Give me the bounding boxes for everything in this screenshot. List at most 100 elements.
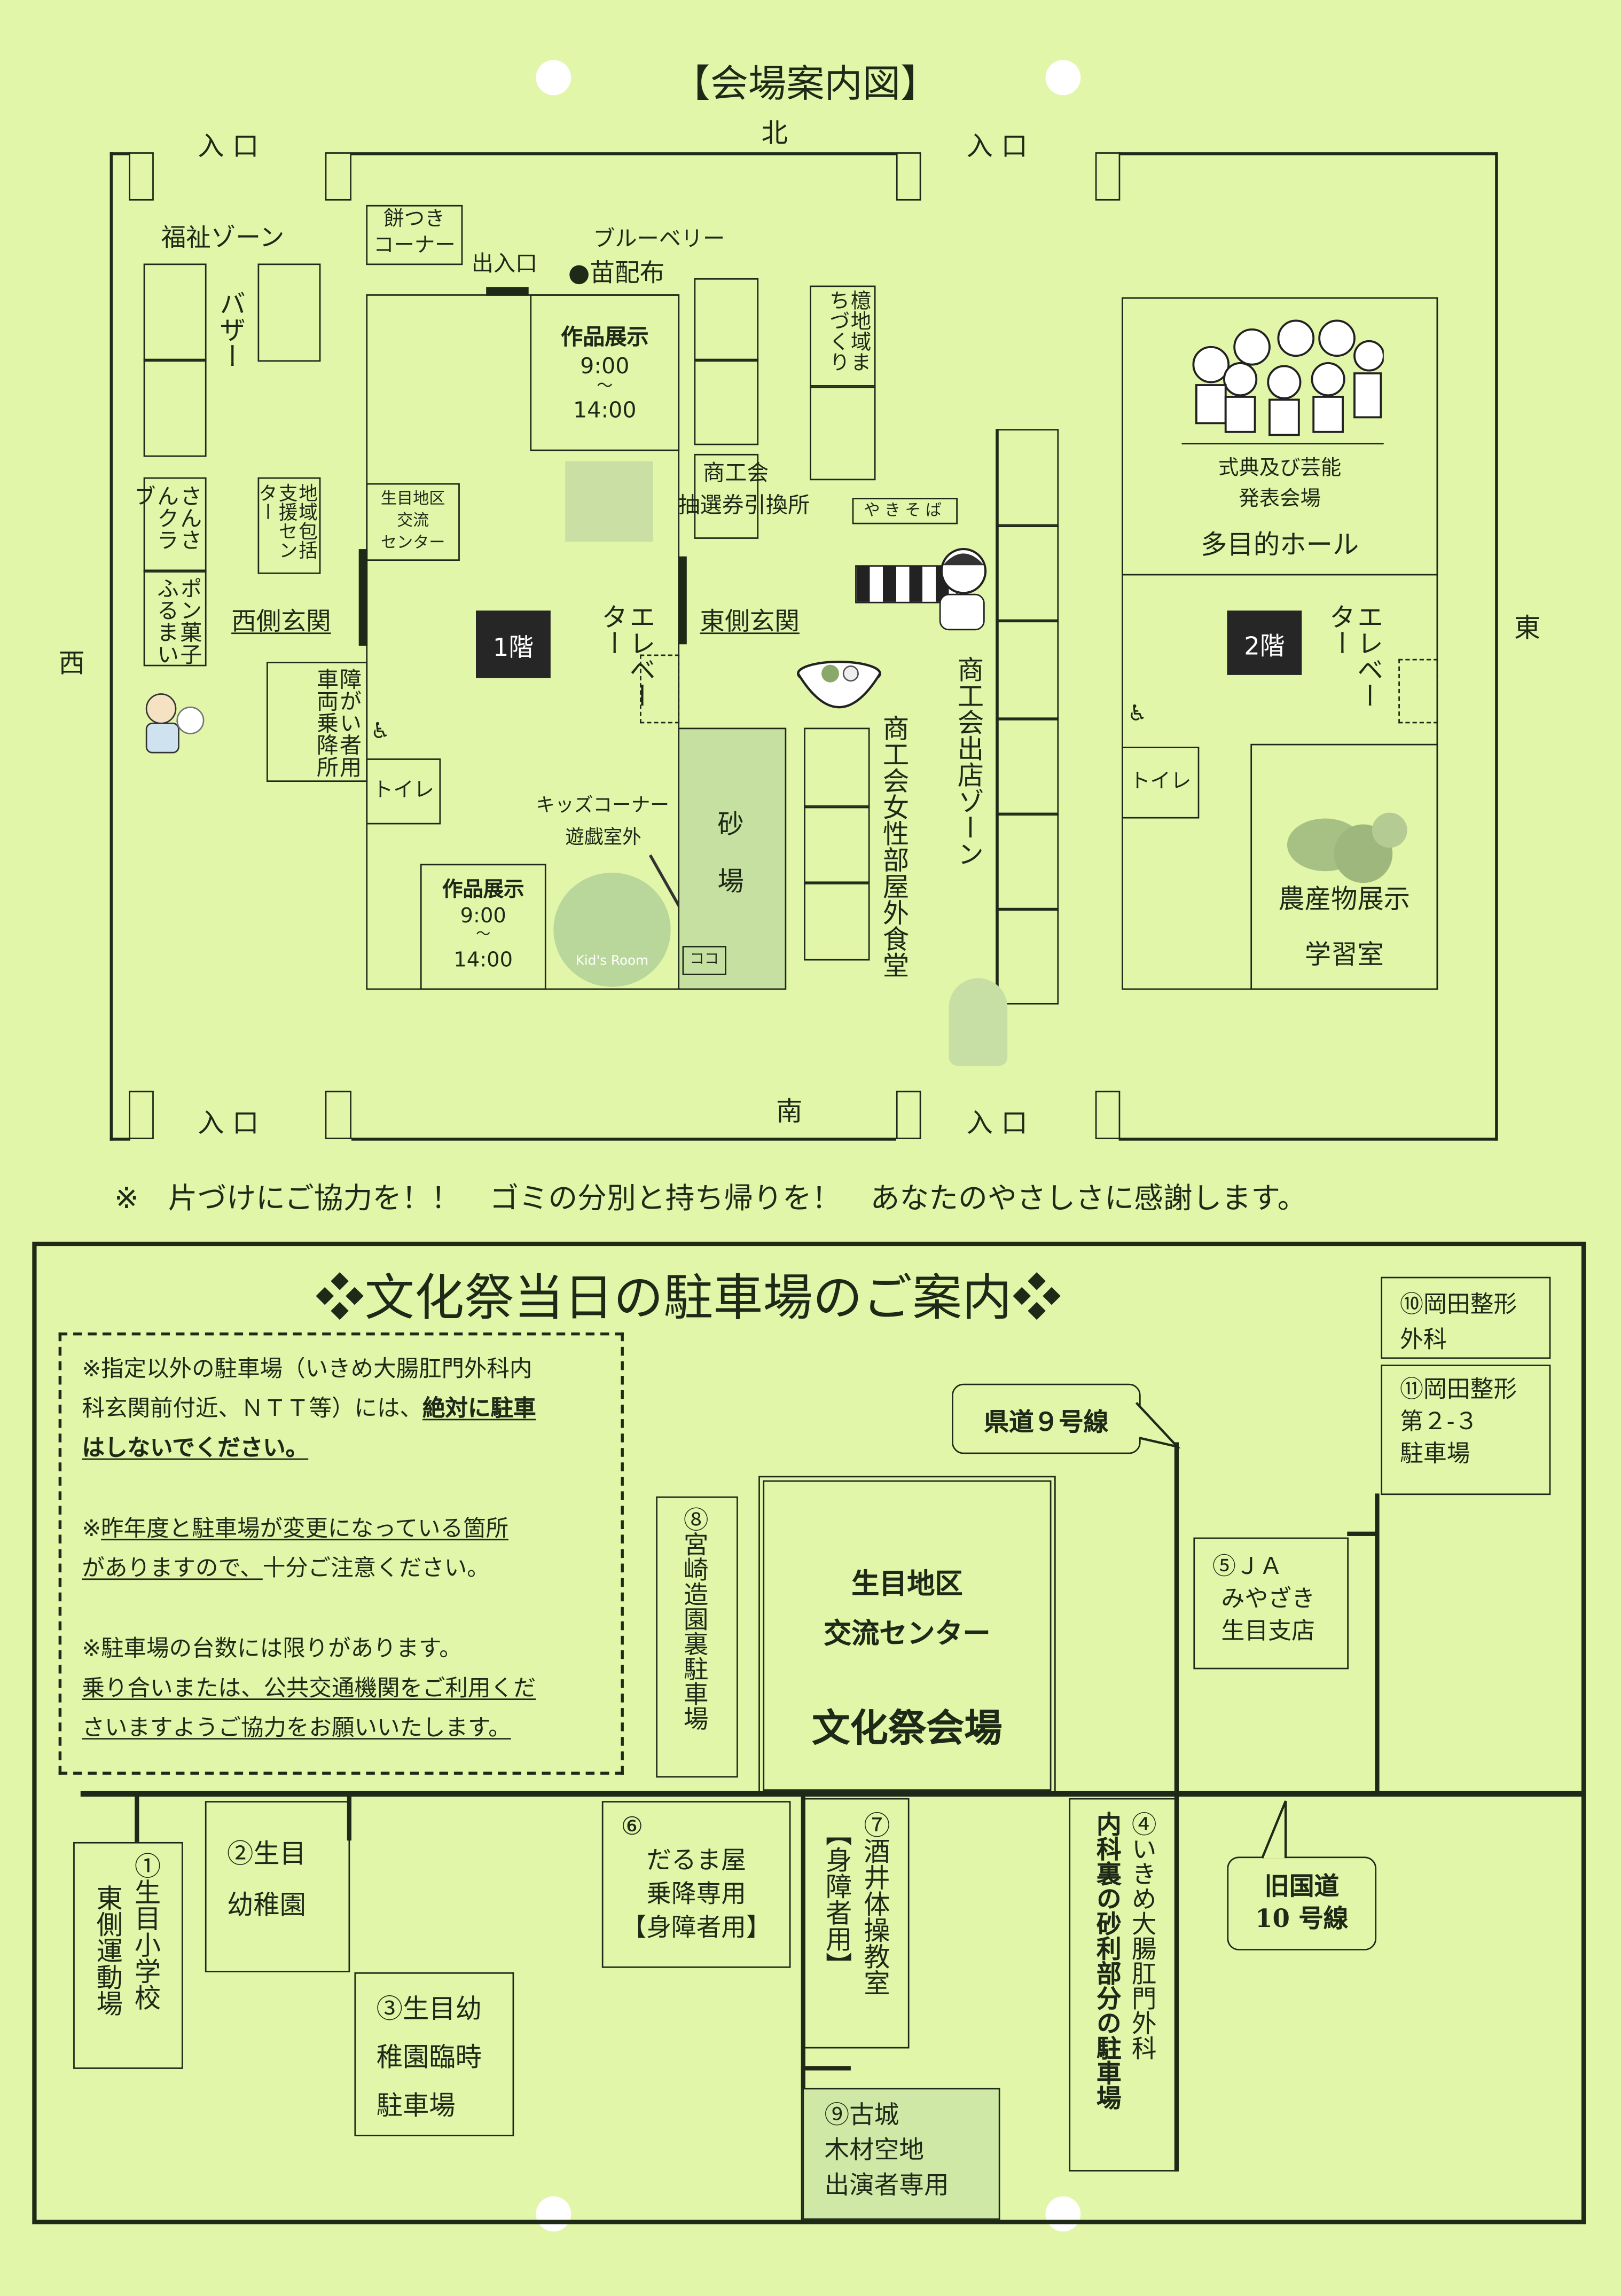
parking-lot-10[interactable]: ⑩岡田整形外科 bbox=[1381, 1276, 1551, 1359]
booth bbox=[257, 263, 321, 362]
exhibit-end-time: 14:00 bbox=[573, 396, 637, 424]
women-dining-label: 商工会女性部屋外食堂 bbox=[878, 714, 910, 978]
parking-lot-3[interactable]: ③生目幼稚園臨時駐車場 bbox=[354, 1972, 514, 2136]
parking-lot-label: ⑧宮崎造園裏駐車場 bbox=[677, 1507, 707, 1731]
booth bbox=[694, 278, 759, 362]
vegetables-illustration-icon bbox=[1287, 812, 1407, 883]
parking-lot-label: 乗降専用 bbox=[646, 1880, 746, 1910]
notice-emphasis: はしないでください。 bbox=[82, 1435, 309, 1462]
notice-text: ※指定以外の駐車場（いきめ大腸肛門外科内 bbox=[82, 1355, 532, 1383]
kids-corner-label: キッズコーナー bbox=[536, 795, 669, 817]
parking-lot-9[interactable]: ⑨古城木材空地出演者専用 bbox=[802, 2088, 1000, 2220]
parking-lot-2[interactable]: ②生目幼稚園 bbox=[205, 1801, 350, 1972]
east-entrance-label: 東側玄関 bbox=[700, 607, 800, 637]
parking-lot-8[interactable]: ⑧宮崎造園裏駐車場 bbox=[656, 1496, 738, 1778]
parking-lot-label: ①生目小学校 bbox=[130, 1852, 161, 2011]
chamber-zone-label: 商工会出店ゾーン bbox=[953, 656, 984, 867]
toilet-floor2: トイレ bbox=[1122, 747, 1200, 819]
parking-notice: ※指定以外の駐車場（いきめ大腸肛門外科内 科玄関前付近、ＮＴＴ等）には、絶対に駐… bbox=[58, 1332, 624, 1775]
kids-corner-sublabel: 遊戯室外 bbox=[565, 827, 641, 850]
kids-room-logo: Kid's Room bbox=[553, 872, 671, 987]
entrance-label-nw: 入 口 bbox=[198, 131, 259, 163]
accessible-dropoff-area: 障がい者用車両乗降所 bbox=[266, 662, 368, 782]
parking-lot-4[interactable]: ④いきめ大腸肛門外科 内科裏の砂利部分の駐車場 bbox=[1069, 1798, 1178, 2172]
hall-purpose-label: 式典及び芸能 bbox=[1218, 457, 1342, 481]
hall-purpose-label: 発表会場 bbox=[1239, 487, 1321, 511]
kids-room-logo-text: Kid's Room bbox=[575, 954, 649, 969]
gate-post bbox=[129, 152, 154, 201]
notice-text: ※駐車場の台数には限りがあります。 bbox=[82, 1635, 462, 1662]
parking-lot-label: ⑪岡田整形 bbox=[1399, 1375, 1517, 1403]
choir-illustration-icon bbox=[1181, 319, 1384, 445]
wheelchair-icon: ♿ bbox=[370, 717, 390, 744]
notice-emphasis: さいますようご協力をお願いいたします。 bbox=[82, 1714, 511, 1741]
notice-emphasis: がありますので、 bbox=[82, 1555, 263, 1581]
parking-lot-label: 木材空地 bbox=[824, 2136, 924, 2166]
parking-lot-label: ⑤ＪＡ bbox=[1212, 1552, 1283, 1580]
parking-lot-label: ⑨古城 bbox=[824, 2101, 899, 2131]
side-road bbox=[1347, 1531, 1377, 1536]
parking-lot-label: 【身障者用】 bbox=[621, 1914, 771, 1944]
parking-lot-label: 【身障者用】 bbox=[821, 1820, 852, 1978]
painting-illustration-icon bbox=[565, 461, 653, 542]
parking-lot-5[interactable]: ⑤ＪＡ みやざき生目支店 bbox=[1193, 1537, 1349, 1670]
parking-title: ❖文化祭当日の駐車場のご案内❖ bbox=[315, 1269, 1062, 1328]
parking-lot-label: ⑥ bbox=[621, 1813, 644, 1842]
gate-post bbox=[1095, 152, 1121, 201]
wheelchair-icon: ♿ bbox=[1127, 700, 1147, 726]
booth bbox=[996, 812, 1059, 911]
floor1-badge: 1階 bbox=[476, 610, 551, 678]
callout-pointer bbox=[1135, 1401, 1180, 1449]
parking-lot-7[interactable]: ⑦酒井体操教室 【身障者用】 bbox=[802, 1798, 910, 2049]
booth bbox=[143, 263, 207, 362]
toilet-label: トイレ bbox=[372, 779, 434, 803]
parking-lot-label: みやざき bbox=[1221, 1584, 1315, 1612]
center-office-label: 交流 bbox=[396, 511, 429, 530]
parking-lot-1[interactable]: ①生目小学校 東側運動場 bbox=[73, 1841, 183, 2069]
punch-hole bbox=[536, 2196, 571, 2232]
entrance-label-se: 入 口 bbox=[966, 1108, 1028, 1139]
booth bbox=[996, 524, 1059, 623]
hall-name: 多目的ホール bbox=[1201, 530, 1359, 561]
exhibit-label: 作品展示 bbox=[560, 323, 649, 350]
notice-emphasis: 乗り合いまたは、公共交通機関をご利用くだ bbox=[82, 1675, 536, 1702]
elevator-label-2f: エレベーター bbox=[1325, 603, 1384, 709]
notice-text: 十分ご注意ください。 bbox=[262, 1555, 490, 1581]
aoki-town-booth: 檍地域まちづくり bbox=[810, 285, 876, 388]
parking-lot-label: 第２-３ bbox=[1399, 1407, 1478, 1435]
accessible-dropoff-label: 障がい者用車両乗降所 bbox=[314, 668, 363, 778]
flower-pot-icon bbox=[949, 978, 1008, 1066]
booth-ponkashi: ポン菓子ふるまい bbox=[143, 569, 207, 667]
cleanup-message: ※ 片づけにご協力を！！ ゴミの分別と持ち帰りを！ あなたのやさしさに感謝します… bbox=[114, 1180, 1307, 1216]
blueberry-distribution-label: ●苗配布 bbox=[568, 259, 665, 289]
side-road bbox=[135, 1793, 139, 1842]
west-entrance-label: 西側玄関 bbox=[231, 607, 331, 637]
parking-lot-label: ⑩岡田整形 bbox=[1399, 1290, 1517, 1318]
entrance-label-ne: 入 口 bbox=[966, 131, 1028, 163]
booth-label: ポン菓子ふるまい bbox=[154, 577, 204, 665]
site-border-south bbox=[109, 1138, 131, 1141]
site-border-south bbox=[351, 1138, 896, 1141]
center-office-label: センター bbox=[380, 532, 445, 552]
exhibit-room-north: 作品展示 9:00 〜 14:00 bbox=[530, 294, 680, 451]
parking-map bbox=[32, 1241, 1586, 2224]
sandbox-label: 場 bbox=[717, 867, 744, 898]
boy-eating-illustration-icon bbox=[931, 545, 990, 636]
exhibit-room-south: 作品展示 9:00 〜 14:00 bbox=[420, 864, 546, 990]
festival-venue-label: 文化祭会場 bbox=[812, 1707, 1003, 1751]
booth bbox=[804, 805, 870, 884]
compass-west: 西 bbox=[58, 648, 85, 680]
parking-lot-label: 生目支店 bbox=[1221, 1616, 1315, 1644]
mochitsuki-corner: 餅つき コーナー bbox=[366, 205, 463, 265]
parking-lot-label: 外科 bbox=[1399, 1325, 1447, 1353]
exhibit-time-sep: 〜 bbox=[597, 376, 613, 396]
notice-emphasis: 昨年度と駐車場が変更になっている箇所 bbox=[101, 1515, 508, 1542]
parking-lot-label: だるま屋 bbox=[646, 1846, 746, 1876]
center-office: 生目地区 交流 センター bbox=[366, 483, 460, 561]
lottery-exchange-label: 抽選券引換所 bbox=[678, 492, 810, 519]
parking-lot-label: 内科裏の砂利部分の駐車場 bbox=[1091, 1811, 1120, 2110]
